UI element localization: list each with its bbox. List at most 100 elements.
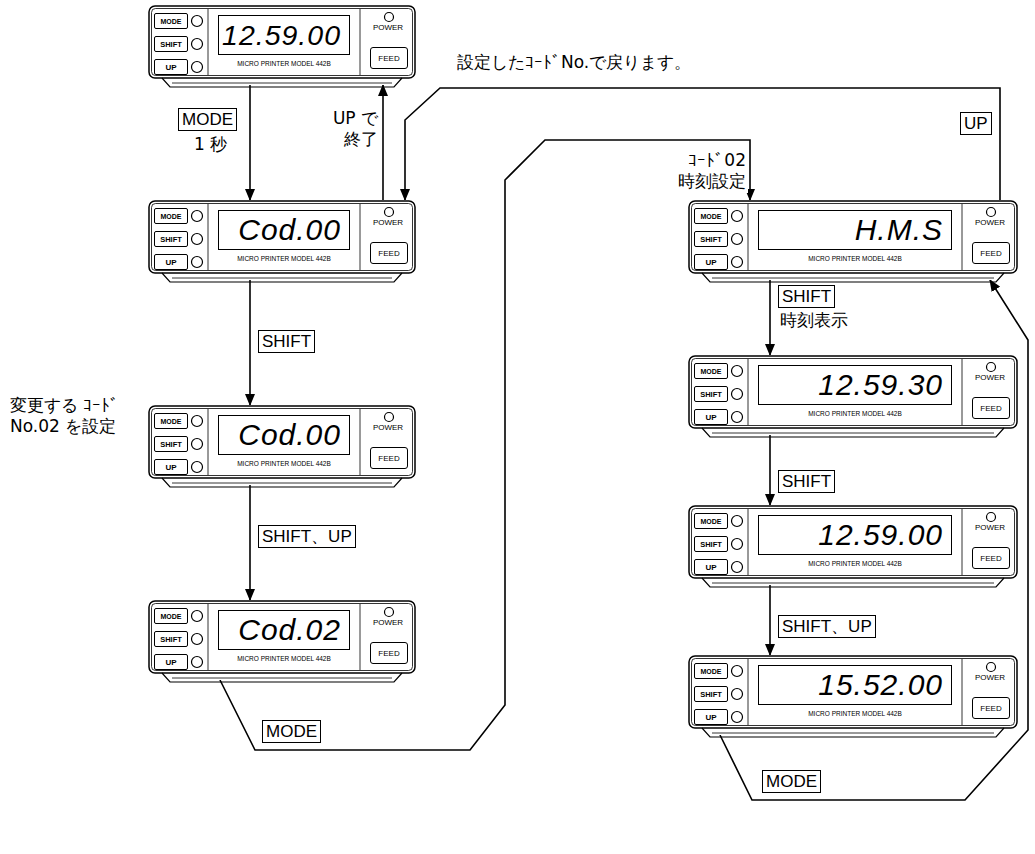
display-readout: Cod.02 [238,613,341,647]
display-window: 12.59.00 [758,515,952,555]
shift-key: SHIFT [694,686,728,702]
key-caption: UP [165,63,176,72]
up-key: UP [694,559,728,575]
power-label: POWER [362,218,414,227]
key-name-label: SHIFT [258,330,315,353]
power-label: POWER [362,423,414,432]
up-key: UP [154,654,188,670]
key-caption: FEED [980,249,1001,258]
display-window: 12.59.00 [218,15,350,55]
mode-key: MODE [154,413,188,429]
shift-key: SHIFT [154,231,188,247]
mode-key: MODE [154,13,188,29]
power-label: POWER [964,673,1016,682]
key-caption: MODE [161,18,182,25]
note-label: ｺｰﾄﾞ02 時刻設定 [668,150,748,193]
key-caption: UP [705,413,716,422]
up-key: UP [154,59,188,75]
key-name-label: SHIFT [778,470,835,493]
mode-key: MODE [694,363,728,379]
key-caption: MODE [161,418,182,425]
key-name-label: UP [960,112,992,135]
key-caption: SHIFT [700,690,722,699]
model-label: MICRO PRINTER MODEL 442B [750,410,960,417]
up-key: UP [154,254,188,270]
power-label: POWER [362,618,414,627]
printer-panel: POWERMICRO PRINTER MODEL 442BH.M.SMODESH… [688,200,1018,280]
mode-key: MODE [154,608,188,624]
flow-arrow [769,435,771,505]
model-label: MICRO PRINTER MODEL 442B [750,255,960,262]
key-caption: FEED [378,454,399,463]
key-caption: UP [165,658,176,667]
key-caption: FEED [378,649,399,658]
model-label: MICRO PRINTER MODEL 442B [210,460,358,467]
shift-key: SHIFT [154,631,188,647]
key-name-label: SHIFT、UP [258,525,356,548]
flow-arrow [405,88,1000,200]
shift-key: SHIFT [694,386,728,402]
printer-panel: POWER MICRO PRINTER MODEL 442B 12.59.00 MOD… [688,505,1018,585]
power-label: POWER [964,523,1016,532]
printer-panel: POWER MICRO PRINTER MODEL 442B Cod.02 MODE S… [148,600,416,680]
feed-key: FEED [370,47,408,69]
key-caption: FEED [980,554,1001,563]
key-caption: UP [705,258,716,267]
mode-key: MODE [694,513,728,529]
shift-key: SHIFT [154,36,188,52]
feed-key: FEED [370,642,408,664]
flow-arrow [382,85,384,200]
power-label: POWER [964,373,1016,382]
feed-key: FEED [370,242,408,264]
key-name-label: MODE [762,770,821,793]
printer-panel: POWER MICRO PRINTER MODEL 442B 12.59.00 MOD… [148,5,416,85]
display-readout: Cod.00 [238,213,341,247]
key-caption: SHIFT [160,440,182,449]
feed-key: FEED [972,547,1010,569]
display-readout: 15.52.00 [818,668,943,702]
flow-arrow [249,485,251,600]
key-caption: SHIFT [160,235,182,244]
up-key: UP [694,409,728,425]
flow-arrow [769,585,771,655]
feed-key: FEED [972,242,1010,264]
up-key: UP [694,254,728,270]
feed-key: FEED [972,397,1010,419]
display-readout: 12.59.30 [818,368,943,402]
feed-key: FEED [370,447,408,469]
key-name-label: MODE [262,720,321,743]
power-label: POWER [964,218,1016,227]
key-caption: MODE [701,518,722,525]
note-label: 設定したｺｰﾄﾞNo.で戻ります。 [455,52,693,73]
display-readout: 12.59.00 [818,518,943,552]
note-label: 1 秒 [192,134,229,155]
mode-key: MODE [154,208,188,224]
printer-panel: POWERMICRO PRINTER MODEL 442BCod.00MODES… [148,405,416,485]
display-readout: H.M.S [855,213,943,247]
display-window: H.M.S [758,210,952,250]
shift-key: SHIFT [694,536,728,552]
mode-key: MODE [694,208,728,224]
key-caption: SHIFT [700,540,722,549]
model-label: MICRO PRINTER MODEL 442B [210,255,358,262]
flow-arrow [769,280,771,355]
key-caption: MODE [701,213,722,220]
up-key: UP [154,459,188,475]
key-caption: SHIFT [700,390,722,399]
key-caption: FEED [980,704,1001,713]
flow-arrow [249,280,251,405]
power-label: POWER [362,23,414,32]
key-caption: MODE [701,368,722,375]
display-window: 15.52.00 [758,665,952,705]
note-label: 時刻表示 [778,310,850,331]
feed-key: FEED [972,697,1010,719]
model-label: MICRO PRINTER MODEL 442B [750,560,960,567]
model-label: MICRO PRINTER MODEL 442B [210,655,358,662]
flow-arrow [249,85,251,200]
key-caption: MODE [161,213,182,220]
up-key: UP [694,709,728,725]
display-window: Cod.02 [218,610,350,650]
printer-panel: POWER MICRO PRINTER MODEL 442B Cod.00 MODE S… [148,200,416,280]
model-label: MICRO PRINTER MODEL 442B [210,60,358,67]
shift-key: SHIFT [154,436,188,452]
